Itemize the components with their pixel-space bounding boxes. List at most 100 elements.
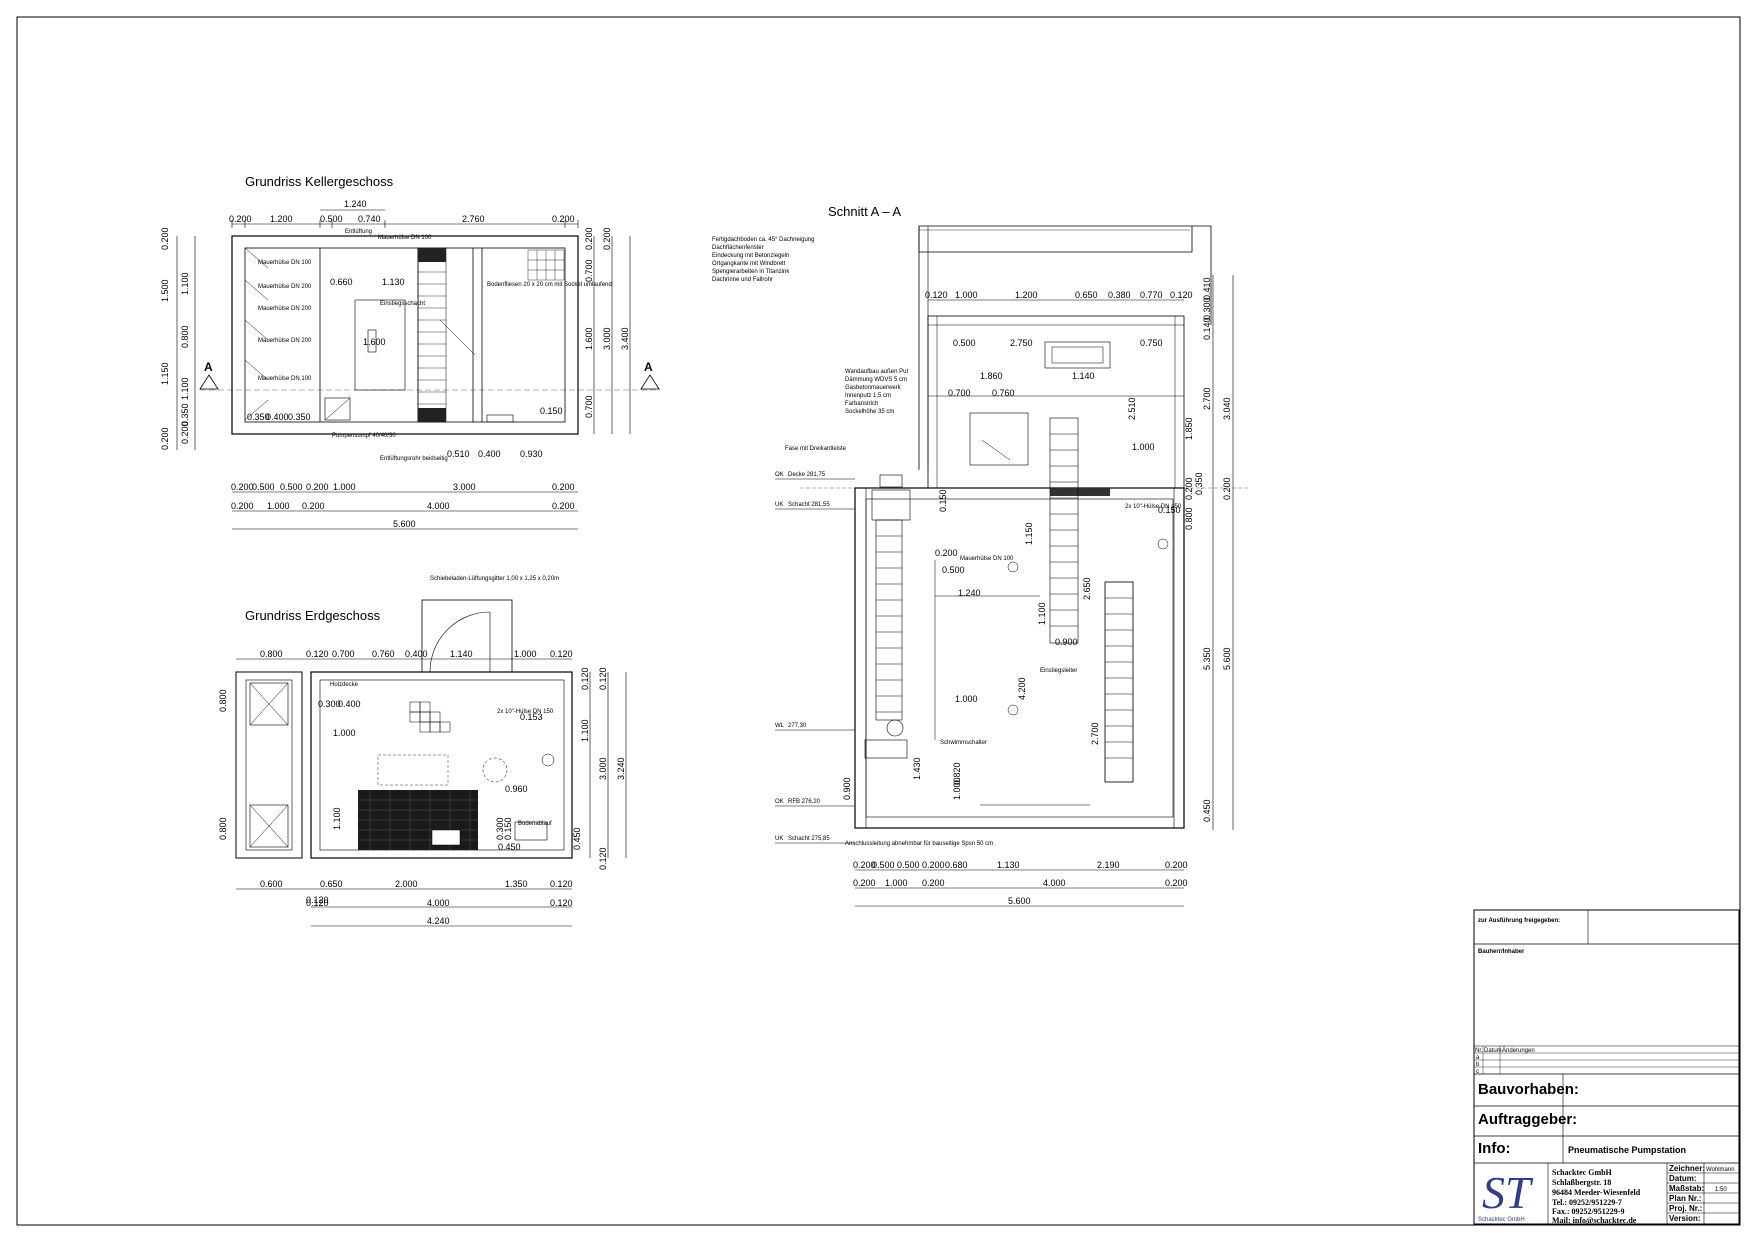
eg-dim: 0.800 <box>218 689 228 712</box>
kg-label: Mauerhülse DN 200 <box>258 284 312 290</box>
schnitt-dim: 2.700 <box>1202 387 1212 410</box>
level-key: WL <box>775 723 785 729</box>
schnitt-dim: 1.240 <box>958 588 981 598</box>
schnitt-dim: 0.500 <box>897 860 920 870</box>
schnitt-dim: 0.450 <box>1202 799 1212 822</box>
kg-dim: 0.150 <box>540 406 563 416</box>
eg-dim: 3.240 <box>616 757 626 780</box>
kg-label: Mauerhülse DN 100 <box>258 376 312 382</box>
rev-row: c <box>1476 1069 1479 1075</box>
schnitt-dim: 1.200 <box>1015 290 1038 300</box>
schnitt-dim: 1.000 <box>885 878 908 888</box>
eg-dim: 0.450 <box>572 827 582 850</box>
schnitt-wall-note: Farbanstrich <box>845 401 878 407</box>
kg-label: Entlüftung <box>345 229 372 235</box>
eg-label: Holzdecke <box>330 682 359 688</box>
eg-dim: 0.760 <box>372 649 395 659</box>
kg-label: Mauerhülse DN 200 <box>258 306 312 312</box>
kg-dim: 3.000 <box>453 482 476 492</box>
info-label: Info: <box>1478 1140 1510 1157</box>
kg-bottom-note: Entlüftungsrohr beidseitig <box>380 456 448 462</box>
level-key: UK <box>775 502 783 508</box>
schnitt-dim: 0.760 <box>992 388 1015 398</box>
owner-label: Bauherr/Inhaber <box>1478 949 1525 955</box>
kg-dim: 1.600 <box>584 327 594 350</box>
schnitt-note: Anschlussleitung abnehmbar für bauseitig… <box>845 841 993 847</box>
kg-dim: 0.400 <box>266 412 289 422</box>
schnitt-dim: 0.150 <box>938 489 948 512</box>
schnitt-note: Ortgangkante mit Windbrett <box>712 261 786 267</box>
schnitt-dim: 1.000 <box>955 694 978 704</box>
eg-dim: 0.600 <box>260 879 283 889</box>
schnitt-dim: 0.800 <box>1184 507 1194 530</box>
rev-header: Änderungen <box>1502 1047 1535 1054</box>
kg-dim: 0.800 <box>180 325 190 348</box>
level-value: Decke 281,75 <box>788 472 826 478</box>
eg-dim: 1.000 <box>333 728 356 738</box>
kg-title: Grundriss Kellergeschoss <box>245 174 394 189</box>
schnitt-dim: 0.900 <box>842 777 852 800</box>
schnitt-dim: 2.700 <box>1090 722 1100 745</box>
schnitt-dim: 0.410 <box>1202 277 1212 300</box>
kg-dim: 0.200 <box>306 482 329 492</box>
kg-dim: 0.200 <box>602 227 612 250</box>
schnitt-dim: 3.040 <box>1222 397 1232 420</box>
schnitt-dim: 0.300 <box>1202 297 1212 320</box>
kg-dim: 0.200 <box>231 482 254 492</box>
schnitt-dim: 2.750 <box>1010 338 1033 348</box>
eg-dim: 0.300 <box>495 817 505 840</box>
field-value: Wohlmann <box>1706 1167 1735 1173</box>
eg-dim: 0.650 <box>320 879 343 889</box>
kg-dim: 3.400 <box>620 327 630 350</box>
schnitt-dim: 1.140 <box>1072 371 1095 381</box>
schnitt-dim: 0.200 <box>853 860 876 870</box>
logo-caption: Schacktec GmbH <box>1478 1217 1525 1223</box>
kg-dim: 0.500 <box>320 214 343 224</box>
schnitt-note: 2x 10"-Hülse DN 150 <box>1125 504 1182 510</box>
eg-dim: 1.100 <box>580 719 590 742</box>
company-line: Fax.: 09252/951229-9 <box>1552 1207 1624 1216</box>
schnitt-dim: 0.680 <box>945 860 968 870</box>
level-value: 277,30 <box>788 723 807 729</box>
eg-dim: 0.153 <box>520 712 543 722</box>
schnitt-note: Dachrinne und Fallrohr <box>712 277 773 283</box>
section-triangle-left <box>199 374 219 390</box>
section-a-a: Schnitt A – A <box>712 204 1250 907</box>
field-label: Datum: <box>1669 1174 1697 1183</box>
eg-dim: 0.400 <box>405 649 428 659</box>
kg-dim: 0.200 <box>160 427 170 450</box>
kg-dim: 0.200 <box>302 501 325 511</box>
schnitt-title: Schnitt A – A <box>828 204 901 219</box>
schnitt-note: Fertigdachboden ca. 45° Dachneigung <box>712 237 814 243</box>
kg-dim: 1.000 <box>267 501 290 511</box>
schnitt-dim: 0.770 <box>1140 290 1163 300</box>
rev-header: Datum <box>1484 1048 1502 1054</box>
eg-title: Grundriss Erdgeschoss <box>245 608 381 623</box>
field-label: Proj. Nr.: <box>1669 1204 1702 1213</box>
field-value: 1:50 <box>1715 1187 1727 1193</box>
schnitt-dim: 0.140 <box>1202 317 1212 340</box>
schnitt-dim: 0.200 <box>1222 477 1232 500</box>
section-triangle-right <box>640 374 660 390</box>
eg-dim: 0.800 <box>218 817 228 840</box>
company-line: Mail: info@schacktec.de <box>1552 1216 1637 1225</box>
kg-dim: 1.200 <box>270 214 293 224</box>
company-line: Tel.: 09252/951229-7 <box>1552 1198 1622 1207</box>
eg-dim: 4.000 <box>427 898 450 908</box>
kg-label: Einstiegsschacht <box>380 301 425 307</box>
schnitt-dim: 1.000 <box>952 777 962 800</box>
schnitt-dim: 0.120 <box>925 290 948 300</box>
eg-dim: 0.400 <box>338 699 361 709</box>
schnitt-dim: 0.200 <box>922 860 945 870</box>
kg-dim: 0.500 <box>280 482 303 492</box>
eg-dim: 3.000 <box>598 757 608 780</box>
schnitt-dim: 1.430 <box>912 757 922 780</box>
schnitt-dim: 0.700 <box>948 388 971 398</box>
eg-label: 2x 10"-Hülse DN 150 <box>497 709 554 715</box>
eg-dim: 0.120 <box>306 895 329 905</box>
rev-header: Nr. <box>1475 1048 1483 1054</box>
schnitt-dim: 1.860 <box>980 371 1003 381</box>
auftraggeber-label: Auftraggeber: <box>1478 1111 1577 1128</box>
kg-dim: 1.100 <box>180 377 190 400</box>
